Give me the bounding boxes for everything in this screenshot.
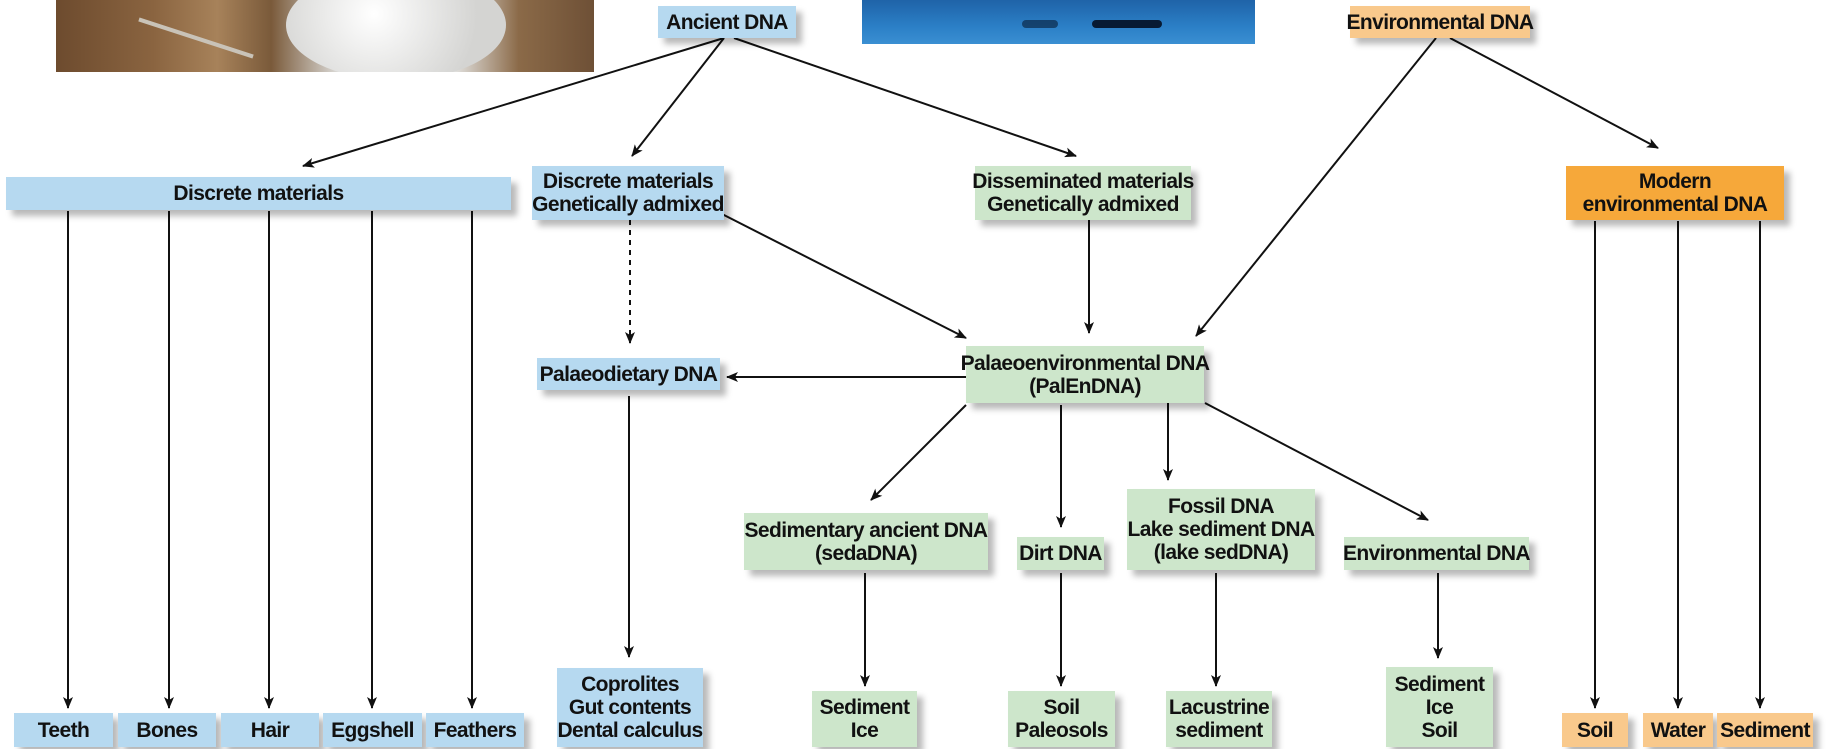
node-line: Sedimentary ancient DNA — [744, 518, 989, 542]
node-eggshell: Eggshell — [323, 713, 422, 747]
edge-admixed-to-palendna — [721, 213, 967, 339]
edge-env-to-modern — [1449, 37, 1659, 149]
excavation-photo — [56, 0, 594, 72]
node-line: Soil — [1421, 718, 1458, 742]
node-line: Discrete materials — [542, 170, 714, 193]
node-line: Sediment — [819, 696, 910, 719]
edge-palendna-to-sedadna — [870, 404, 967, 501]
node-line: Soil — [1043, 696, 1080, 719]
node-line: Modern — [1638, 170, 1712, 193]
gel-electrophoresis-photo — [862, 0, 1255, 44]
edge-env-to-palendna — [1195, 37, 1437, 337]
node-line: Sediment — [1720, 718, 1810, 742]
node-environmental-dna-top: Environmental DNA — [1347, 6, 1534, 38]
node-water: Water — [1643, 713, 1713, 747]
node-sediment-ice-soil: Sediment Ice Soil — [1386, 667, 1493, 747]
edge-ancient-to-disseminated — [733, 37, 1077, 158]
node-line: Dental calculus — [557, 719, 703, 742]
node-palaeodietary-dna: Palaeodietary DNA — [537, 358, 720, 390]
node-line: Disseminated materials — [972, 170, 1194, 193]
node-line: Lacustrine — [1168, 696, 1270, 719]
node-line: (lake sedDNA) — [1153, 541, 1289, 564]
node-line: Genetically admixed — [987, 193, 1179, 216]
node-line: Teeth — [37, 718, 90, 742]
node-modern-environmental-dna: Modern environmental DNA — [1566, 166, 1784, 220]
node-line: Water — [1650, 718, 1706, 742]
edge-palendna-to-envmid — [1204, 402, 1429, 521]
node-soil: Soil — [1562, 713, 1628, 747]
edge-ancient-to-discrete — [302, 37, 725, 168]
node-line: Coprolites — [581, 673, 679, 696]
node-line: Bones — [136, 718, 198, 742]
node-line: Dirt DNA — [1019, 542, 1102, 565]
edge-ancient-to-admixed — [631, 37, 725, 157]
node-line: environmental DNA — [1582, 193, 1768, 216]
node-line: Feathers — [433, 718, 517, 742]
node-line: Ice — [1425, 695, 1454, 719]
node-line: Environmental DNA — [1343, 542, 1531, 565]
node-line: Discrete materials — [173, 182, 344, 205]
node-fossil-dna: Fossil DNA Lake sediment DNA (lake sedDN… — [1127, 489, 1315, 570]
node-line: Eggshell — [331, 718, 414, 742]
node-feathers: Feathers — [426, 713, 524, 747]
node-line: Palaeoenvironmental DNA — [960, 351, 1210, 375]
node-sedimentary-ancient-dna: Sedimentary ancient DNA (sedaDNA) — [744, 513, 988, 570]
node-soil-paleosols: Soil Paleosols — [1008, 691, 1115, 747]
node-line: (sedaDNA) — [815, 541, 918, 565]
node-line: Soil — [1576, 718, 1614, 742]
node-line: Fossil DNA — [1167, 495, 1275, 518]
node-line: Gut contents — [568, 696, 692, 719]
node-ancient-dna: Ancient DNA — [658, 6, 796, 38]
node-palaeoenvironmental-dna: Palaeoenvironmental DNA (PalEnDNA) — [961, 346, 1210, 403]
node-line: Ancient DNA — [666, 10, 788, 34]
node-hair: Hair — [221, 713, 319, 747]
node-line: Ice — [850, 719, 879, 742]
node-line: Sediment — [1394, 672, 1485, 696]
node-line: Paleosols — [1015, 719, 1108, 742]
node-line: Environmental DNA — [1346, 10, 1535, 34]
node-line: Palaeodietary DNA — [539, 362, 718, 386]
node-teeth: Teeth — [14, 713, 113, 747]
node-line: Genetically admixed — [532, 193, 724, 216]
node-line: Hair — [250, 718, 290, 742]
node-line: (PalEnDNA) — [1029, 374, 1141, 398]
node-discrete-admixed: Discrete materials Genetically admixed — [532, 166, 724, 220]
node-disseminated-admixed: Disseminated materials Genetically admix… — [972, 166, 1194, 220]
node-dirt-dna: Dirt DNA — [1017, 537, 1104, 570]
node-sediment: Sediment — [1717, 713, 1813, 747]
node-line: Lake sediment DNA — [1127, 518, 1315, 541]
node-sediment-ice: Sediment Ice — [812, 691, 917, 747]
node-line: sediment — [1175, 719, 1263, 742]
node-lacustrine-sediment: Lacustrine sediment — [1166, 691, 1272, 747]
node-bones: Bones — [118, 713, 216, 747]
node-coprolites: Coprolites Gut contents Dental calculus — [557, 668, 703, 747]
node-environmental-dna-mid: Environmental DNA — [1343, 537, 1531, 570]
node-discrete-materials: Discrete materials — [6, 177, 511, 210]
